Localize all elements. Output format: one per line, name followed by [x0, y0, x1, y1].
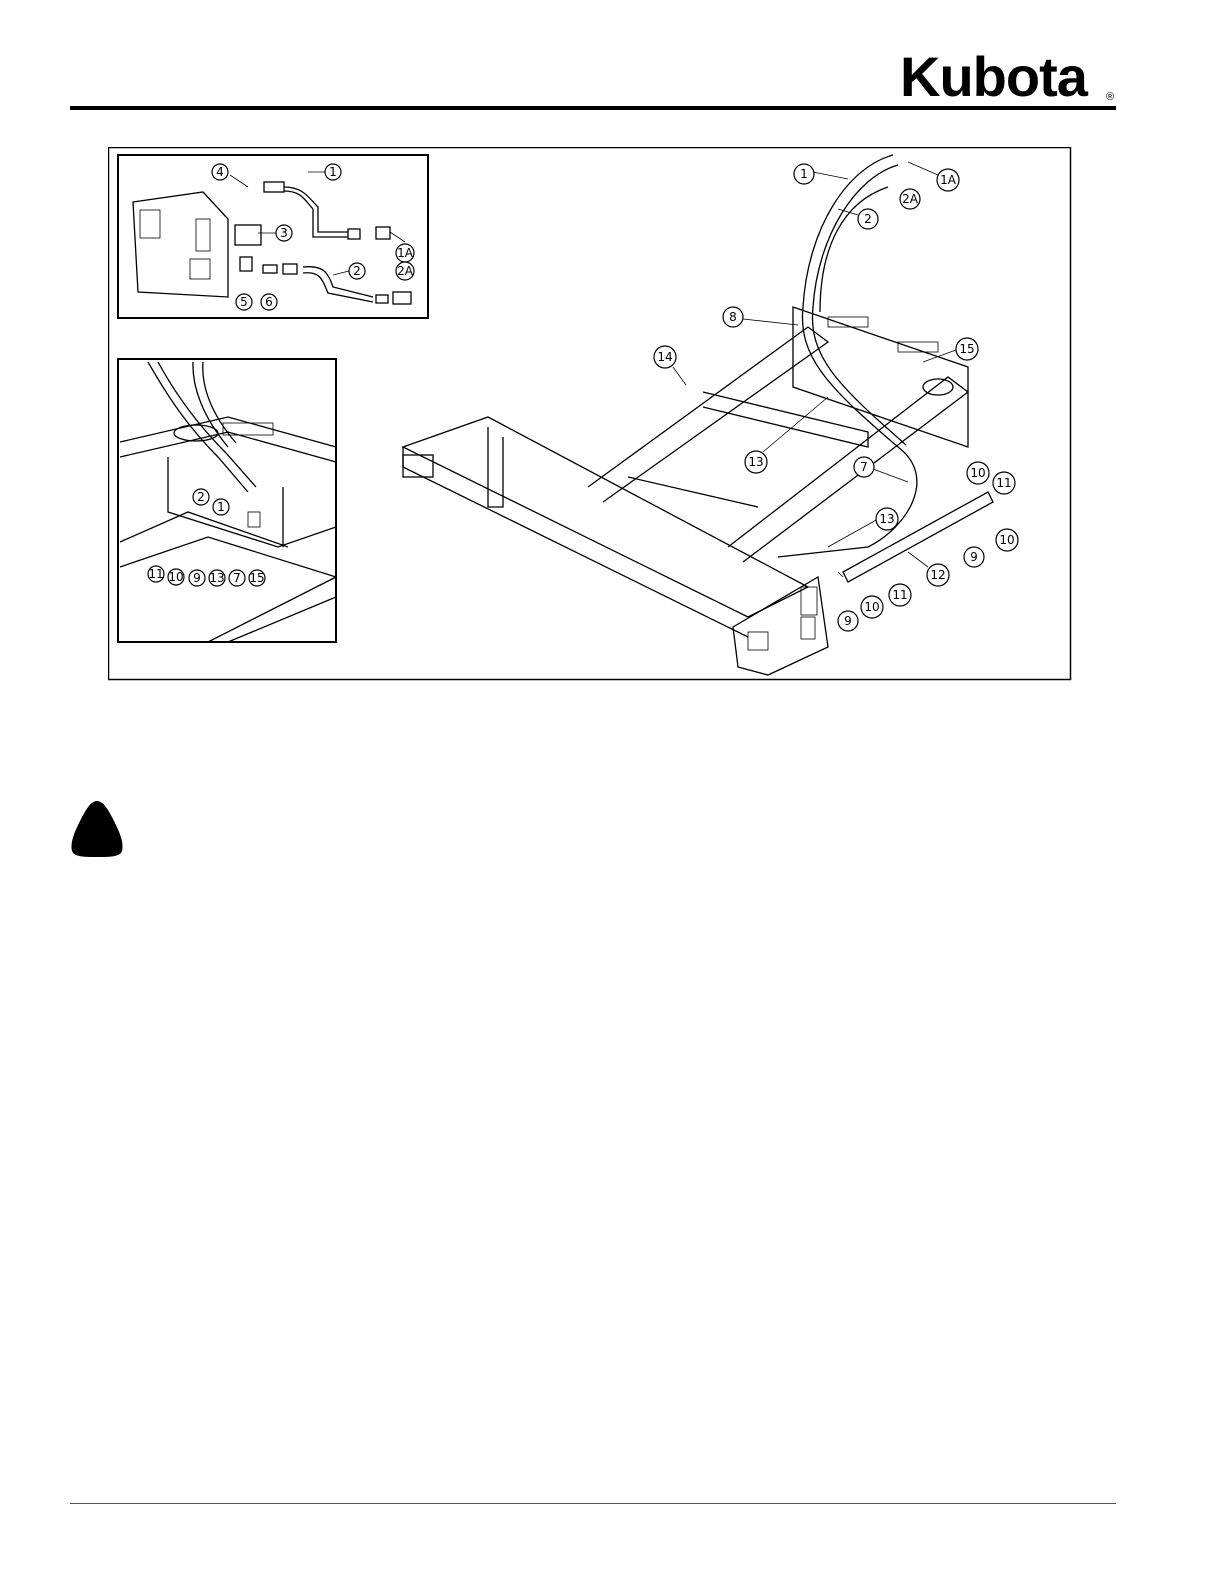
- callout-2: 2: [353, 264, 361, 278]
- inset-bottom-frame-detail: 2 1 11 10 9 13 7 15: [118, 359, 336, 642]
- callout-2: 2: [197, 490, 205, 504]
- callout-12: 12: [930, 568, 945, 582]
- callout-1a: 1A: [940, 173, 957, 187]
- callout-1: 1: [217, 500, 225, 514]
- callout-7: 7: [860, 460, 868, 474]
- callout-14: 14: [657, 350, 672, 364]
- callout-10: 10: [999, 533, 1014, 547]
- kubota-logo: Kubota ®: [900, 46, 1118, 108]
- callout-6: 6: [265, 295, 273, 309]
- callout-11: 11: [148, 567, 163, 581]
- warning-triangle-icon: [70, 797, 124, 859]
- callout-2a: 2A: [397, 264, 414, 278]
- header-rule: [70, 106, 1116, 110]
- callout-2: 2: [864, 212, 872, 226]
- logo-registered-mark: ®: [1106, 91, 1114, 103]
- callout-9: 9: [844, 614, 852, 628]
- inset-top-hose-detail: 4 1 3 1A 2 2A 5 6: [118, 155, 428, 318]
- callout-11: 11: [892, 588, 907, 602]
- callout-1: 1: [329, 165, 337, 179]
- logo-text: Kubota: [900, 46, 1089, 108]
- callout-13: 13: [879, 512, 894, 526]
- callout-11: 11: [996, 476, 1011, 490]
- callout-3: 3: [280, 226, 288, 240]
- callout-10: 10: [168, 570, 183, 584]
- callout-4: 4: [216, 165, 224, 179]
- callout-7: 7: [233, 571, 241, 585]
- callout-9: 9: [193, 571, 201, 585]
- callout-13: 13: [748, 455, 763, 469]
- assembly-figure: 4 1 3 1A 2 2A 5 6 2: [108, 147, 1081, 685]
- callout-15: 15: [959, 342, 974, 356]
- callout-5: 5: [240, 295, 248, 309]
- footer-rule: [70, 1503, 1116, 1504]
- callout-15: 15: [249, 571, 264, 585]
- callout-10: 10: [864, 600, 879, 614]
- callout-1: 1: [800, 167, 808, 181]
- main-frame-assembly: 1 1A 2A 2 8 15 14 13 7 10 11 13 9 10 12 …: [403, 155, 1018, 675]
- callout-1a: 1A: [397, 246, 414, 260]
- callout-9: 9: [970, 550, 978, 564]
- callout-13: 13: [209, 571, 224, 585]
- callout-10: 10: [970, 466, 985, 480]
- callout-2a: 2A: [902, 192, 919, 206]
- callout-8: 8: [729, 310, 737, 324]
